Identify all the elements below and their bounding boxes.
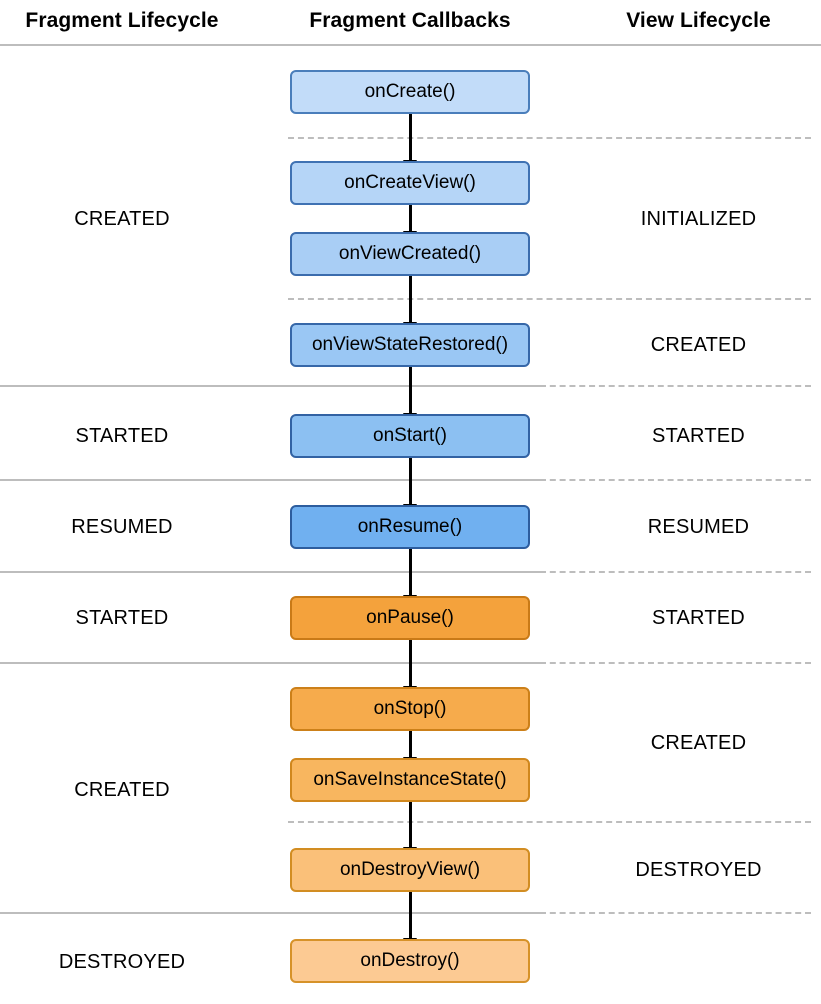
callback-box[interactable]: onDestroy() (290, 939, 530, 983)
flow-arrow (403, 731, 417, 769)
column-header-row: Fragment Lifecycle Fragment Callbacks Vi… (0, 0, 821, 45)
callback-box[interactable]: onViewCreated() (290, 232, 530, 276)
divider-dashed (288, 821, 811, 823)
flow-arrow (403, 367, 417, 425)
callback-box[interactable]: onDestroyView() (290, 848, 530, 892)
fragment-state-label: STARTED (75, 425, 169, 447)
callback-box[interactable]: onSaveInstanceState() (290, 758, 530, 802)
callback-box[interactable]: onStop() (290, 687, 530, 731)
divider-dashed (540, 385, 811, 387)
flow-arrow (403, 205, 417, 243)
flow-arrow (403, 802, 417, 859)
fragment-state-label: RESUMED (71, 516, 173, 538)
callback-box[interactable]: onPause() (290, 596, 530, 640)
divider-solid (0, 912, 540, 914)
header-rule (0, 44, 821, 46)
flow-arrow (403, 114, 417, 172)
flow-arrow (403, 892, 417, 950)
view-state-label: DESTROYED (635, 859, 762, 881)
column-header-view-lifecycle: View Lifecycle (626, 9, 771, 32)
column-header-fragment-callbacks: Fragment Callbacks (309, 9, 511, 32)
callback-box[interactable]: onViewStateRestored() (290, 323, 530, 367)
view-state-label: CREATED (650, 334, 747, 356)
divider-dashed (540, 912, 811, 914)
flow-arrow (403, 549, 417, 607)
divider-dashed (288, 137, 811, 139)
callback-box[interactable]: onResume() (290, 505, 530, 549)
fragment-state-label: DESTROYED (58, 951, 186, 973)
view-state-label: STARTED (652, 607, 745, 629)
divider-solid (0, 385, 540, 387)
divider-dashed (540, 479, 811, 481)
column-header-fragment-lifecycle: Fragment Lifecycle (25, 9, 219, 32)
view-state-label: STARTED (652, 425, 745, 447)
fragment-state-label: CREATED (74, 208, 170, 230)
divider-dashed (288, 298, 811, 300)
fragment-state-label: STARTED (75, 607, 169, 629)
flow-arrow (403, 640, 417, 698)
divider-solid (0, 479, 540, 481)
divider-dashed (540, 662, 811, 664)
callback-box[interactable]: onStart() (290, 414, 530, 458)
divider-dashed (540, 571, 811, 573)
view-state-label: CREATED (650, 732, 747, 754)
flow-arrow (403, 276, 417, 334)
callback-box[interactable]: onCreateView() (290, 161, 530, 205)
divider-solid (0, 662, 540, 664)
callback-box[interactable]: onCreate() (290, 70, 530, 114)
view-state-label: INITIALIZED (640, 208, 757, 230)
fragment-state-label: CREATED (74, 779, 170, 801)
view-state-label: RESUMED (647, 516, 750, 538)
divider-solid (0, 571, 540, 573)
flow-arrow (403, 458, 417, 516)
